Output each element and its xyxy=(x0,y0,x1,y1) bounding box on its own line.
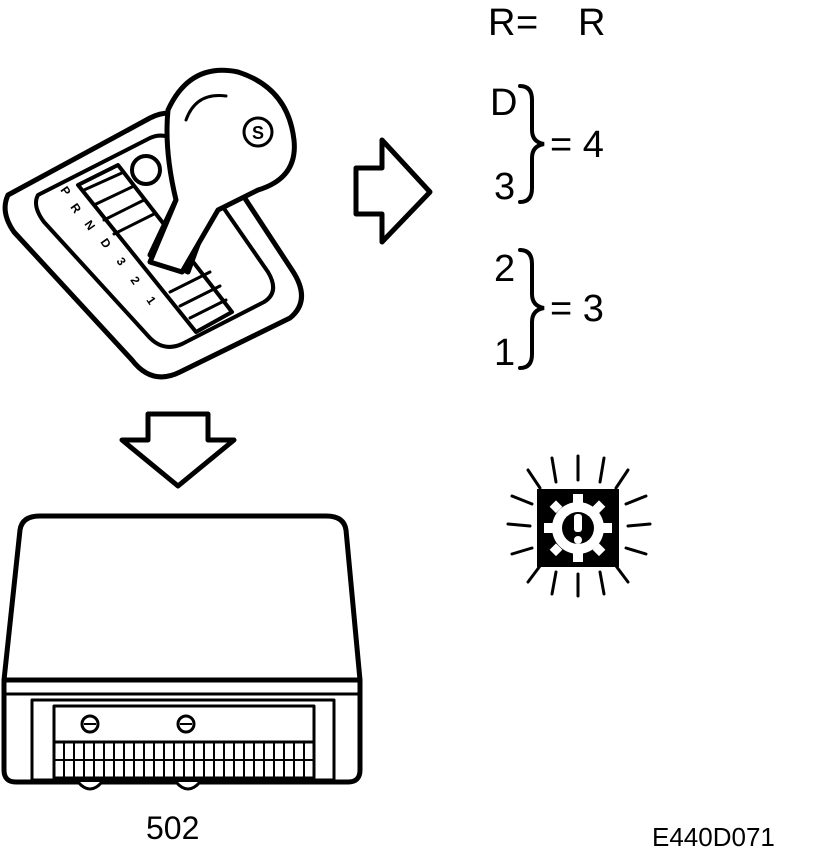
brace-d-3 xyxy=(518,84,545,204)
mapping-r-left: R xyxy=(488,2,516,44)
mapping-1: 1 xyxy=(494,332,516,374)
mapping-d: D xyxy=(490,82,518,124)
mapping-r-eq: = xyxy=(516,2,539,44)
mapping-r-right: R xyxy=(578,2,606,44)
control-unit-label: 502 xyxy=(146,810,200,846)
gear-selector: S P R N D 3 2 1 xyxy=(2,67,304,380)
mount-foot-left xyxy=(76,780,104,791)
shift-lock-button xyxy=(242,116,274,148)
console-knob xyxy=(130,154,162,186)
mapping-3: 3 xyxy=(494,166,516,208)
connector-pin-lines xyxy=(63,742,305,778)
gearbox-warning-icon xyxy=(506,454,652,598)
mapping-eq-3: = 3 xyxy=(550,288,604,330)
mapping-eq-4: = 4 xyxy=(550,124,604,166)
mapping-2: 2 xyxy=(494,248,516,290)
down-arrow-icon xyxy=(119,411,237,489)
mount-foot-right xyxy=(174,780,202,791)
shift-lock-letter: S xyxy=(252,123,264,143)
brace-2-1 xyxy=(518,248,545,370)
gate-ribs xyxy=(82,170,228,320)
control-unit xyxy=(1,513,363,791)
right-arrow-icon xyxy=(353,137,433,245)
lever-highlight xyxy=(184,94,228,122)
control-unit-cover xyxy=(1,513,363,683)
figure-code: E440D071 xyxy=(652,822,775,852)
